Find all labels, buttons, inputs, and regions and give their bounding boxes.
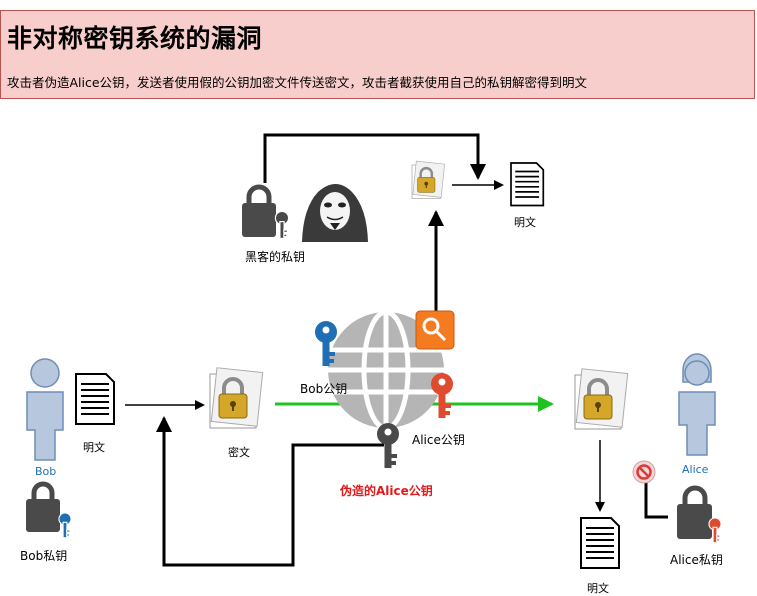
alice-private-key-label: Alice私钥 xyxy=(670,553,723,567)
cipher-lock-icon xyxy=(208,365,265,430)
hacker-lock-icon xyxy=(242,184,290,239)
bob-plaintext-label: 明文 xyxy=(83,441,105,454)
hacker-mask-icon xyxy=(302,184,368,242)
bob-public-key-label: Bob公钥 xyxy=(300,382,348,396)
forged-alice-key-label: 伪造的Alice公钥 xyxy=(340,484,433,498)
hacker-key-to-decrypt-arrow xyxy=(263,133,486,183)
alice-public-key-label: Alice公钥 xyxy=(412,433,465,447)
bob-plaintext-doc-icon xyxy=(75,373,115,425)
alice-cipher-lock-icon xyxy=(573,366,630,431)
bob-private-lock-icon xyxy=(26,481,72,539)
alice-private-lock-icon xyxy=(677,485,722,544)
page-subtitle: 攻击者伪造Alice公钥，发送者使用假的公钥加密文件传送密文，攻击者截获使用自己… xyxy=(7,75,588,90)
bob-public-key-icon xyxy=(315,321,337,366)
forged-key-to-encrypt-arrow xyxy=(156,416,384,567)
forged-alice-key-icon xyxy=(377,423,399,468)
plaintext-doc-bottom-icon xyxy=(580,517,620,569)
alice-name-label: Alice xyxy=(682,463,709,476)
plaintext-bottom-label: 明文 xyxy=(587,582,609,595)
bob-private-key-label: Bob私钥 xyxy=(20,549,68,563)
hacker-private-key-label: 黑客的私钥 xyxy=(245,250,306,264)
alice-person-icon xyxy=(678,353,716,456)
internet-globe-icon xyxy=(328,309,444,431)
alice-public-key-icon xyxy=(431,373,453,418)
bob-name-label: Bob xyxy=(35,465,57,478)
bob-person-icon xyxy=(26,358,64,461)
hacker-decrypt-lock-icon xyxy=(410,159,446,200)
no-entry-icon xyxy=(632,460,656,484)
search-intercept-icon xyxy=(415,310,455,350)
plaintext-top-label: 明文 xyxy=(514,216,536,229)
header-banner: 非对称密钥系统的漏洞 攻击者伪造Alice公钥，发送者使用假的公钥加密文件传送密… xyxy=(0,10,755,99)
plaintext-doc-top-icon xyxy=(510,162,545,207)
ciphertext-label: 密文 xyxy=(228,446,250,459)
page-title: 非对称密钥系统的漏洞 xyxy=(7,24,263,53)
